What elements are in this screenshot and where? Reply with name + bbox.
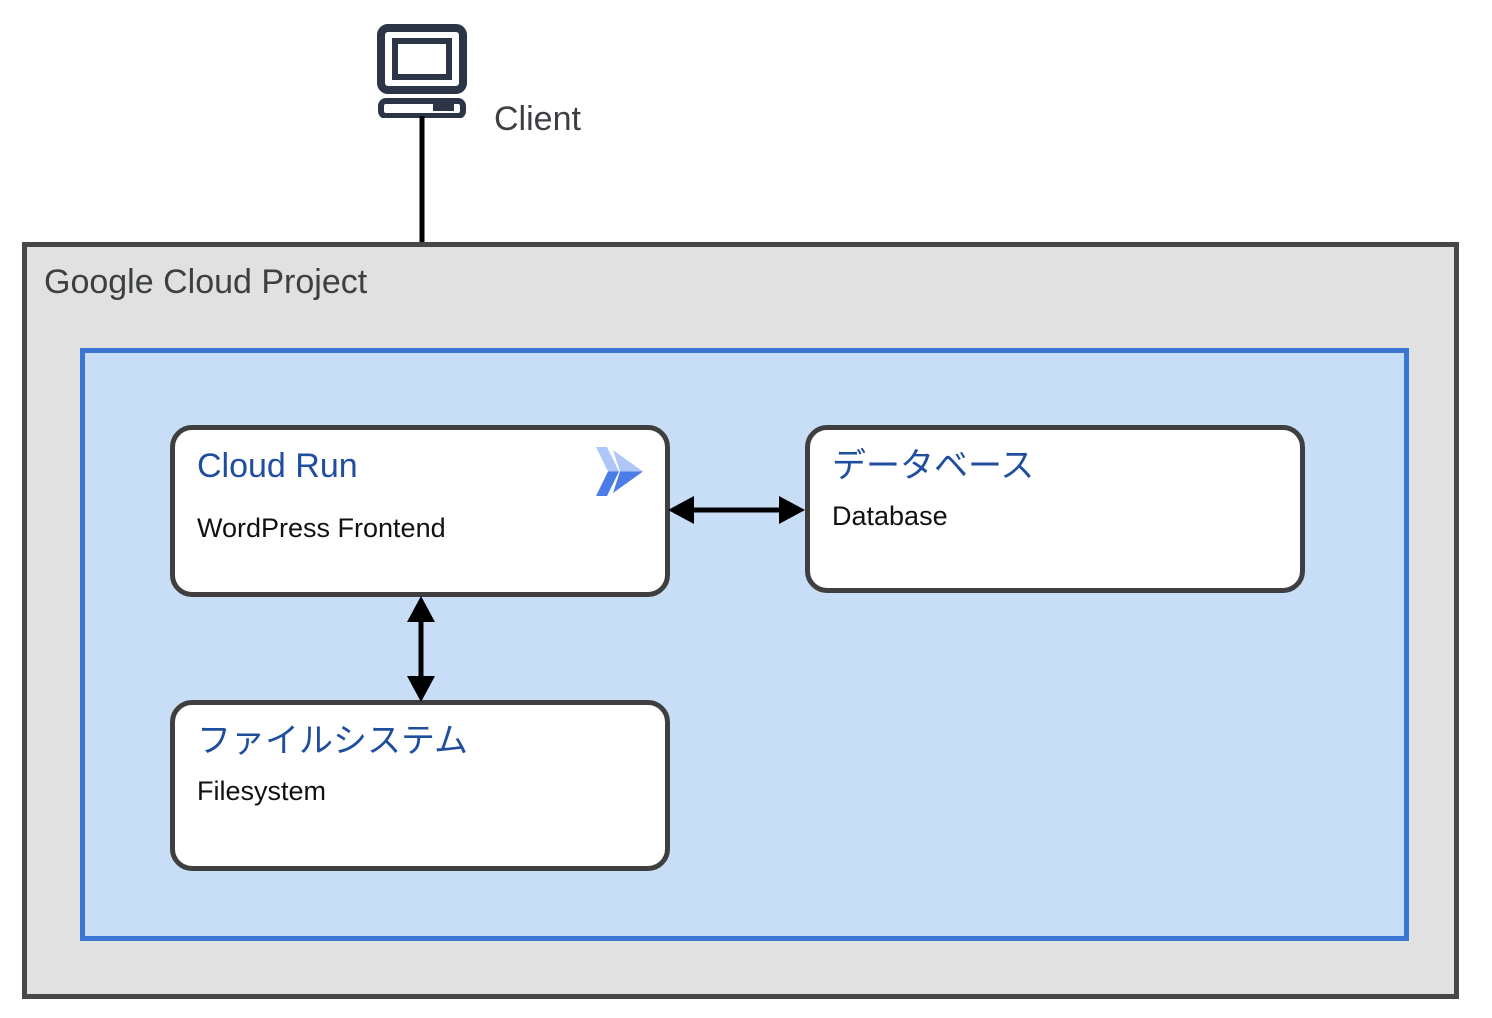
arrow-cloud-run-filesystem <box>407 596 435 702</box>
database-title: データベース <box>832 447 1035 485</box>
google-cloud-project-label: Google Cloud Project <box>44 263 368 301</box>
client-label: Client <box>494 100 581 138</box>
arrow-cloud-run-database <box>668 496 805 524</box>
database-subtitle: Database <box>832 500 948 531</box>
computer-icon <box>377 24 467 118</box>
filesystem-title: ファイルシステム <box>197 722 468 760</box>
node-database: データベース Database <box>805 425 1305 593</box>
cloud-run-title: Cloud Run <box>197 447 358 485</box>
node-cloud-run: Cloud Run WordPress Frontend <box>170 425 670 597</box>
filesystem-subtitle: Filesystem <box>197 775 327 806</box>
node-filesystem: ファイルシステム Filesystem <box>170 700 670 871</box>
cloud-run-subtitle: WordPress Frontend <box>197 513 446 543</box>
cloud-run-icon <box>596 447 643 496</box>
